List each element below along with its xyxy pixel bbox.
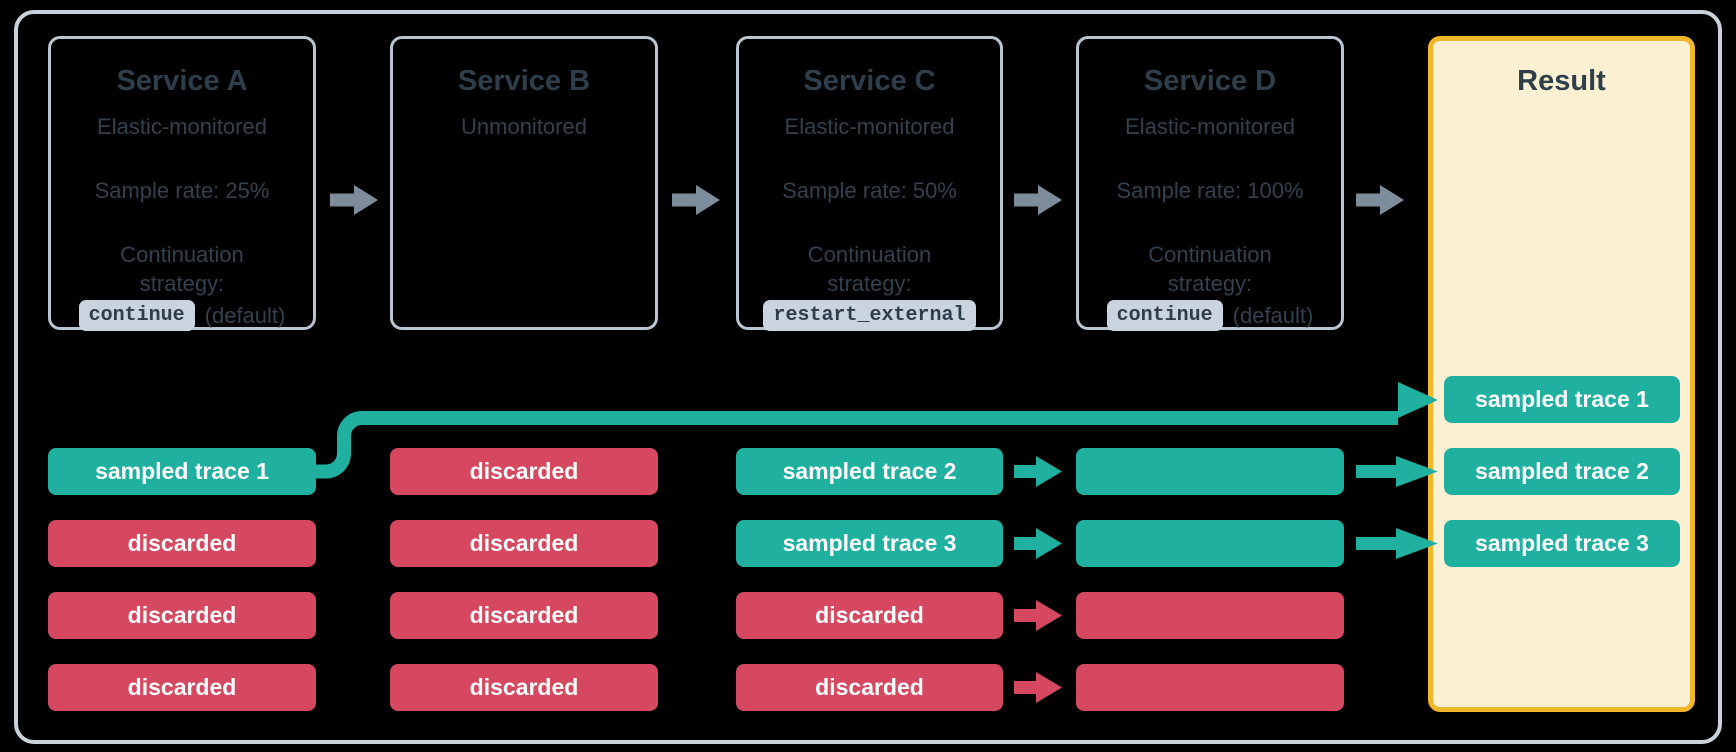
service-a-sample-rate: Sample rate: 25% [94, 178, 270, 203]
service-d-monitoring: Elastic-monitored [1125, 114, 1295, 139]
service-a-strategy-row: continue (default) [78, 300, 286, 331]
service-c-sample-rate: Sample rate: 50% [782, 178, 957, 203]
trace-pill-b2: discarded [390, 520, 658, 567]
diagram-outer-frame [14, 10, 1722, 744]
service-d-box: Service D Elastic-monitored Sample rate:… [1076, 36, 1344, 331]
service-c-strategy-row: restart_external [763, 300, 976, 331]
service-d-title: Service D [1143, 65, 1277, 97]
result-pill-1: sampled trace 1 [1444, 376, 1680, 423]
trace-pill-c1: sampled trace 2 [736, 448, 1003, 495]
trace-pill-a2: discarded [48, 520, 316, 567]
result-title: Result [1517, 65, 1606, 97]
service-b-box: Service B Unmonitored [390, 36, 658, 330]
service-a-continuation-label: Continuation strategy: [120, 242, 244, 296]
trace-pill-c2: sampled trace 3 [736, 520, 1003, 567]
service-b-title: Service B [457, 65, 591, 97]
trace-pill-a3: discarded [48, 592, 316, 639]
result-pill-2: sampled trace 2 [1444, 448, 1680, 495]
service-c-continuation-label: Continuation strategy: [807, 242, 932, 296]
service-d-strategy-row: continue (default) [1106, 300, 1314, 331]
trace-pill-a4: discarded [48, 664, 316, 711]
trace-pill-d4 [1076, 664, 1344, 711]
trace-pill-c3: discarded [736, 592, 1003, 639]
service-c-monitoring: Elastic-monitored [784, 114, 955, 139]
service-a-box: Service A Elastic-monitored Sample rate:… [48, 36, 316, 331]
service-d-continuation-label: Continuation strategy: [1148, 242, 1272, 296]
service-a-strategy-note: (default) [204, 302, 286, 328]
service-a-strategy-chip: continue [78, 300, 195, 331]
service-a-monitoring: Elastic-monitored [97, 114, 267, 139]
result-pill-3: sampled trace 3 [1444, 520, 1680, 567]
trace-pill-b3: discarded [390, 592, 658, 639]
service-c-box: Service C Elastic-monitored Sample rate:… [736, 36, 1003, 331]
trace-pill-a1: sampled trace 1 [48, 448, 316, 495]
service-c-title: Service C [803, 65, 936, 97]
trace-pill-d1 [1076, 448, 1344, 495]
trace-pill-d2 [1076, 520, 1344, 567]
trace-pill-c4: discarded [736, 664, 1003, 711]
service-c-strategy-chip: restart_external [763, 300, 976, 331]
trace-pill-d3 [1076, 592, 1344, 639]
result-box: Result [1428, 36, 1695, 712]
trace-pill-b1: discarded [390, 448, 658, 495]
service-d-strategy-chip: continue [1106, 300, 1223, 331]
service-d-sample-rate: Sample rate: 100% [1116, 178, 1304, 203]
trace-pill-b4: discarded [390, 664, 658, 711]
service-a-title: Service A [116, 65, 248, 97]
service-d-strategy-note: (default) [1232, 302, 1314, 328]
service-b-monitoring: Unmonitored [461, 114, 587, 139]
